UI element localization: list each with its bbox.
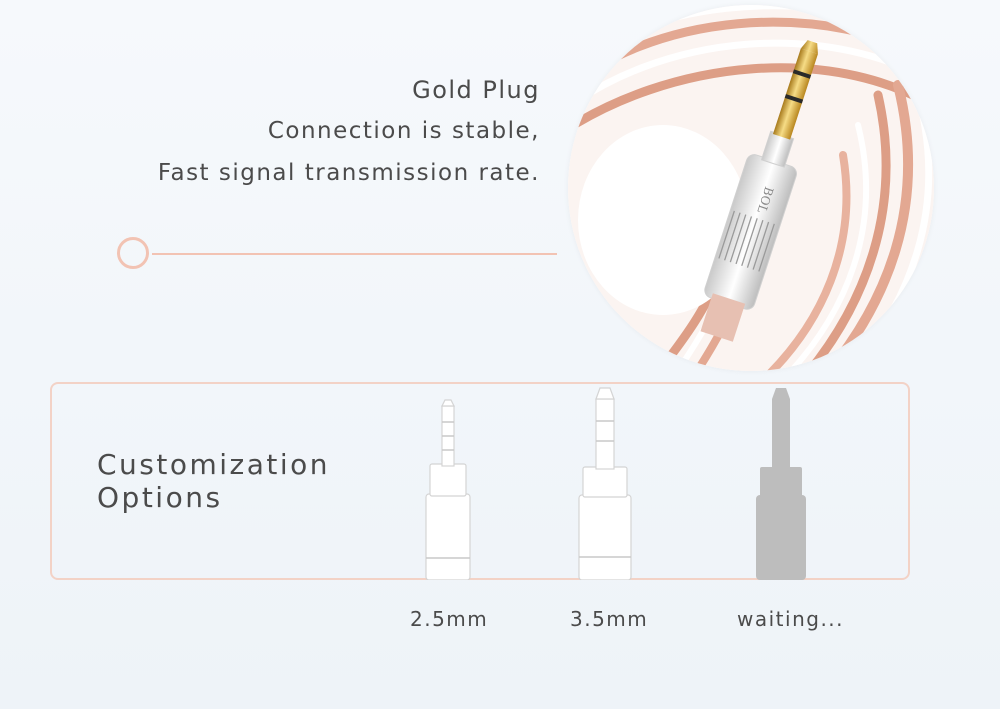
customization-title-line2: Options [97,481,223,514]
option-label-waiting: waiting... [737,607,845,631]
headline-gold-plug: Gold Plug [412,76,540,104]
customization-frame [50,382,910,580]
accent-line [152,253,557,255]
plug-3-5mm-icon [578,387,632,580]
headline-fast-transmission: Fast signal transmission rate. [157,160,540,186]
customization-title: Customization Options [97,448,330,514]
plug-2-5mm-icon [425,399,471,580]
accent-ring [117,237,149,269]
customization-title-line1: Customization [97,448,331,481]
plug-placeholder-icon [756,388,806,580]
option-label-3-5mm: 3.5mm [570,607,649,631]
headline-connection-stable: Connection is stable, [267,118,540,144]
gold-plug-photo: BOL [568,5,934,371]
option-label-2-5mm: 2.5mm [410,607,489,631]
